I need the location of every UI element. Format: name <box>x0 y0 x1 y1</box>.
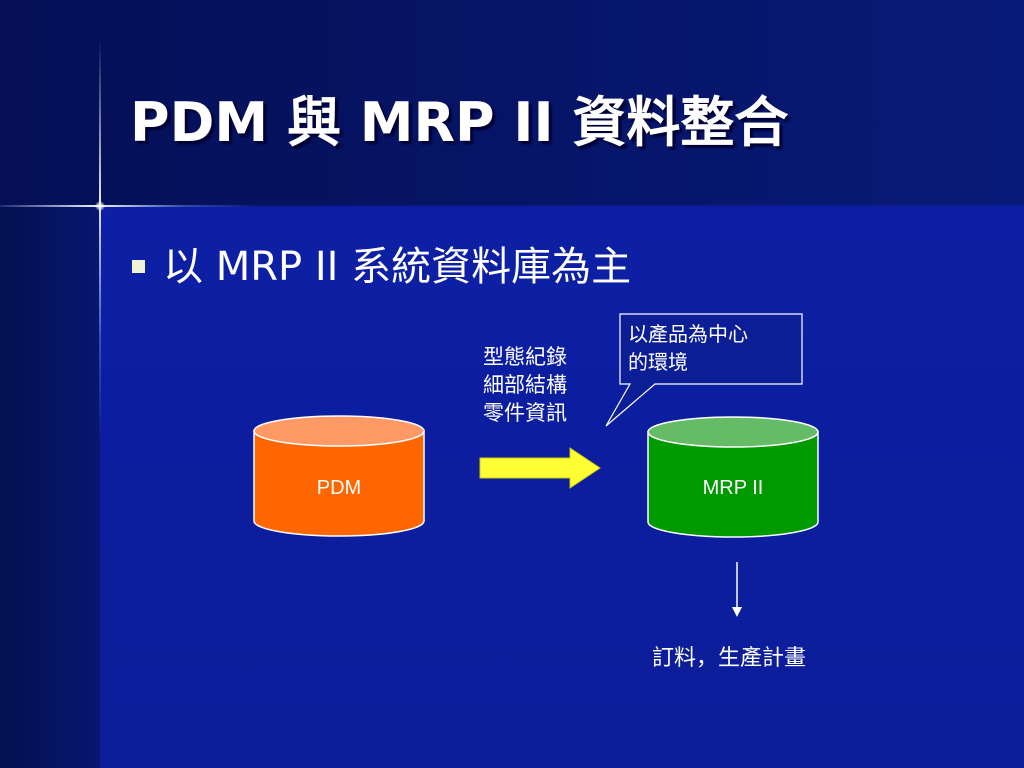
bullet-text: 以 MRP II 系統資料庫為主 <box>163 244 632 290</box>
bullet-item: 以 MRP II 系統資料庫為主 <box>132 234 631 292</box>
title-band <box>0 0 1024 205</box>
sparkle-icon <box>95 201 105 211</box>
decorative-vertical-line <box>99 40 101 440</box>
callout-line: 的環境 <box>628 350 688 374</box>
output-arrow-icon <box>732 562 742 617</box>
transfer-item: 型態紀錄 <box>483 345 567 369</box>
transfer-item: 零件資訊 <box>483 401 567 425</box>
slide-title: PDM 與 MRP II 資料整合 <box>130 91 789 154</box>
transfer-items-note: 型態紀錄 細部結構 零件資訊 <box>483 343 567 427</box>
transfer-arrow-icon <box>479 447 601 489</box>
pdm-cylinder-top <box>253 415 425 447</box>
pdm-label: PDM <box>317 477 361 499</box>
output-label: 訂料，生產計畫 <box>652 646 807 671</box>
callout-bubble <box>605 313 803 427</box>
mrp-label: MRP II <box>703 477 764 499</box>
mrp-cylinder-top <box>647 416 819 448</box>
callout-line: 以產品為中心 <box>628 322 748 346</box>
pdm-cylinder-body <box>253 430 425 537</box>
pdm-cylinder: PDM <box>253 415 425 537</box>
callout-text: 以產品為中心 的環境 <box>628 320 748 376</box>
mrp-cylinder-body <box>647 431 819 538</box>
decorative-horizontal-line <box>0 205 260 207</box>
transfer-item: 細部結構 <box>483 373 567 397</box>
mrp-cylinder: MRP II <box>647 416 819 538</box>
square-bullet-icon <box>132 259 145 273</box>
